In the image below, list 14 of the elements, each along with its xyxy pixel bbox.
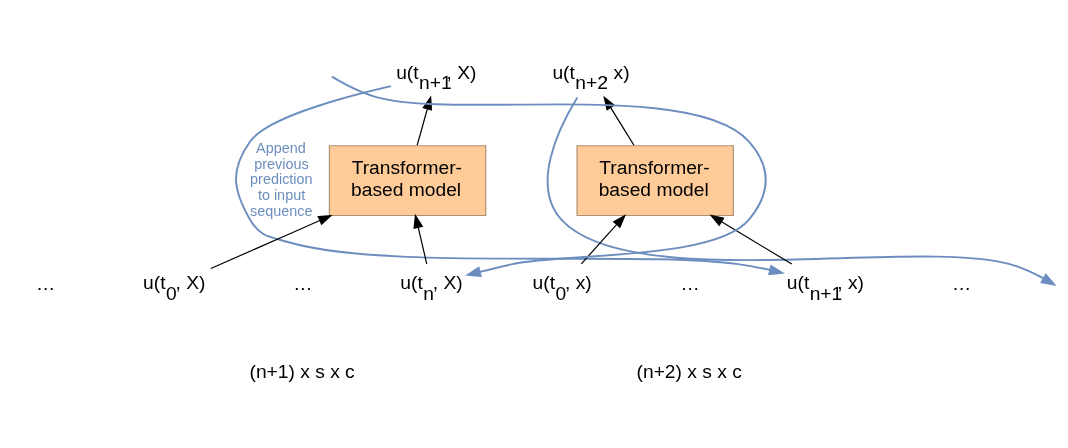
- arrow: [210, 214, 333, 269]
- label: …: [293, 272, 313, 294]
- arrow: [413, 213, 428, 264]
- node-box: Transformer-based model: [328, 144, 487, 216]
- arrow: [709, 214, 793, 265]
- label: …: [680, 272, 700, 294]
- arrow: [580, 213, 627, 264]
- label: (n+2) x s x c: [636, 360, 742, 382]
- arrow: [235, 84, 785, 275]
- label: (n+1) x s x c: [249, 360, 355, 382]
- label: …: [952, 272, 972, 294]
- edge-label: Append previous prediction to input sequence: [250, 139, 313, 219]
- node-box: Transformer-based model: [576, 144, 734, 216]
- label: …: [36, 272, 56, 294]
